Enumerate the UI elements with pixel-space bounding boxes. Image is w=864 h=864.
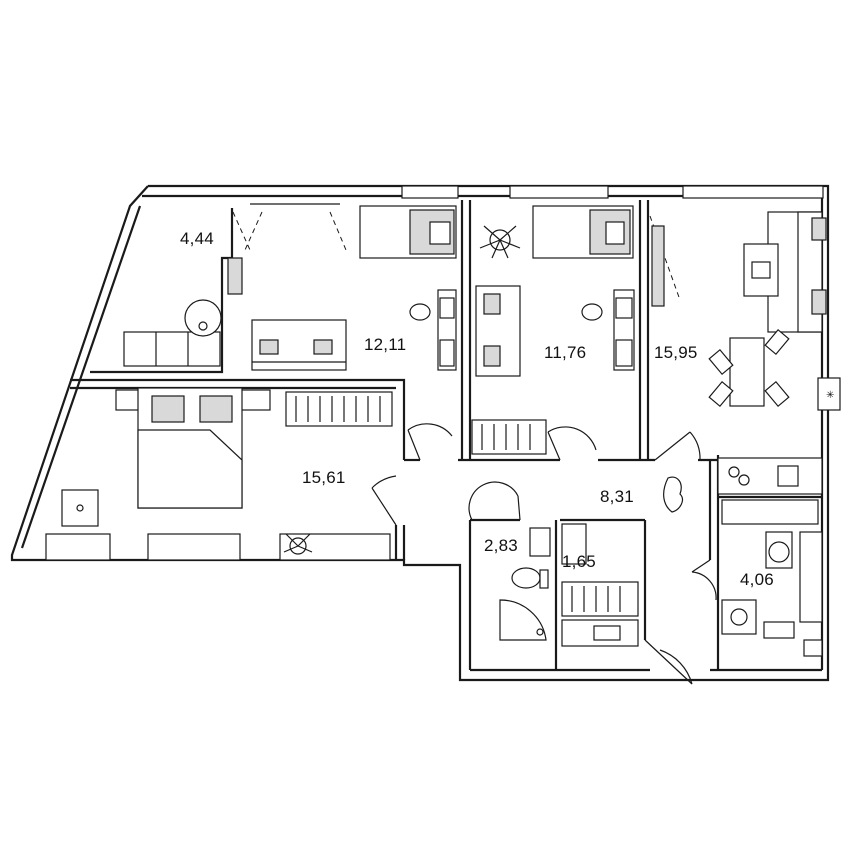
plant-icon: [479, 225, 521, 259]
hallway-furniture: [663, 476, 684, 513]
bedroom-1-furniture: [251, 205, 457, 371]
area-label-bathroom-1: 2,83: [484, 536, 518, 555]
area-label-bedroom-1: 12,11: [364, 335, 406, 354]
bedroom-2-furniture: [471, 205, 635, 455]
windows: [250, 185, 824, 205]
area-label-wardrobe: 1,65: [562, 552, 596, 571]
area-label-bedroom-master: 15,61: [302, 468, 346, 487]
area-label-hallway: 8,31: [600, 487, 634, 506]
area-label-bedroom-2: 11,76: [544, 343, 586, 362]
svg-text:✳: ✳: [826, 390, 835, 401]
plant-icon: [283, 533, 313, 555]
bathroom-1-furniture: [499, 523, 639, 647]
area-label-balcony: 4,44: [180, 229, 214, 248]
balcony-furniture: [123, 299, 222, 367]
doors: [232, 211, 717, 685]
area-label-bathroom-2: 4,06: [740, 570, 774, 589]
area-label-kitchen-living: 15,95: [654, 343, 698, 362]
room-labels: 4,44 12,11 11,76 15,95 15,61 8,31 2,83 1…: [180, 229, 774, 589]
master-bedroom-furniture: [45, 387, 393, 561]
interior-walls: [70, 200, 822, 670]
bathroom-2-furniture: [721, 499, 823, 657]
outer-walls: [10, 184, 830, 682]
kitchen-living-furniture: ✳: [651, 211, 841, 495]
